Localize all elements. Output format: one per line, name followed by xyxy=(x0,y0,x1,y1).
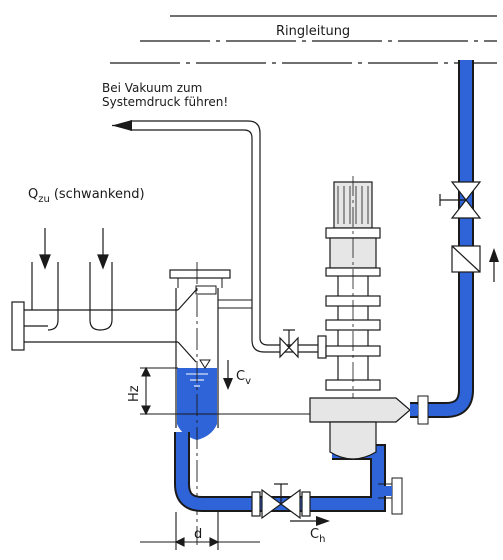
check-valve-icon xyxy=(451,245,481,273)
q-subscript: zu xyxy=(38,194,50,205)
vertical-pump xyxy=(309,176,411,460)
d-label: d xyxy=(194,527,202,542)
cv-symbol: C xyxy=(236,369,245,384)
ring-line-label: Ringleitung xyxy=(276,24,350,39)
upward-arrow-icon xyxy=(489,248,499,262)
hz-dimension xyxy=(140,366,320,416)
cv-velocity: Cv xyxy=(223,360,251,390)
ch-symbol: C xyxy=(310,527,319,542)
collecting-tank xyxy=(169,262,252,545)
vacuum-note-line2: Systemdruck führen! xyxy=(102,95,228,109)
pressure-valve-icon xyxy=(279,329,327,359)
svg-text:Cv: Cv xyxy=(236,369,251,387)
discharge-valve-icon xyxy=(439,181,482,219)
suction-pipe xyxy=(174,432,403,515)
ch-velocity: Ch xyxy=(290,516,330,545)
cv-subscript: v xyxy=(245,376,251,387)
discharge-pipe xyxy=(410,60,474,425)
vacuum-note: Bei Vakuum zum Systemdruck führen! xyxy=(102,81,228,109)
q-symbol: Q xyxy=(28,187,38,202)
vacuum-note-line1: Bei Vakuum zum xyxy=(102,81,202,95)
suction-valve-icon xyxy=(251,483,311,520)
cv-arrow-icon xyxy=(223,378,233,390)
pump-casing xyxy=(309,397,411,423)
hz-label: Hz xyxy=(127,385,142,402)
inflow-arrows xyxy=(39,228,109,270)
inflow-arrow-icon-2 xyxy=(97,254,109,270)
inlet-pipe xyxy=(11,262,197,363)
inflow-arrow-icon xyxy=(39,254,51,270)
ch-subscript: h xyxy=(319,534,325,545)
q-inflow-label: Qzu (schwankend) xyxy=(28,187,145,205)
system-pressure-pipe xyxy=(130,120,326,353)
svg-text:Ch: Ch xyxy=(310,527,325,545)
q-note: (schwankend) xyxy=(54,187,145,202)
ring-line: Ringleitung xyxy=(110,15,497,64)
discharge-flow-arrow xyxy=(489,248,499,282)
water-level-indicator-icon xyxy=(199,359,211,369)
svg-text:Qzu(schwankend): Qzu (schwankend) xyxy=(28,187,145,205)
d-dimension xyxy=(140,512,260,550)
ch-arrow-icon xyxy=(316,516,330,526)
